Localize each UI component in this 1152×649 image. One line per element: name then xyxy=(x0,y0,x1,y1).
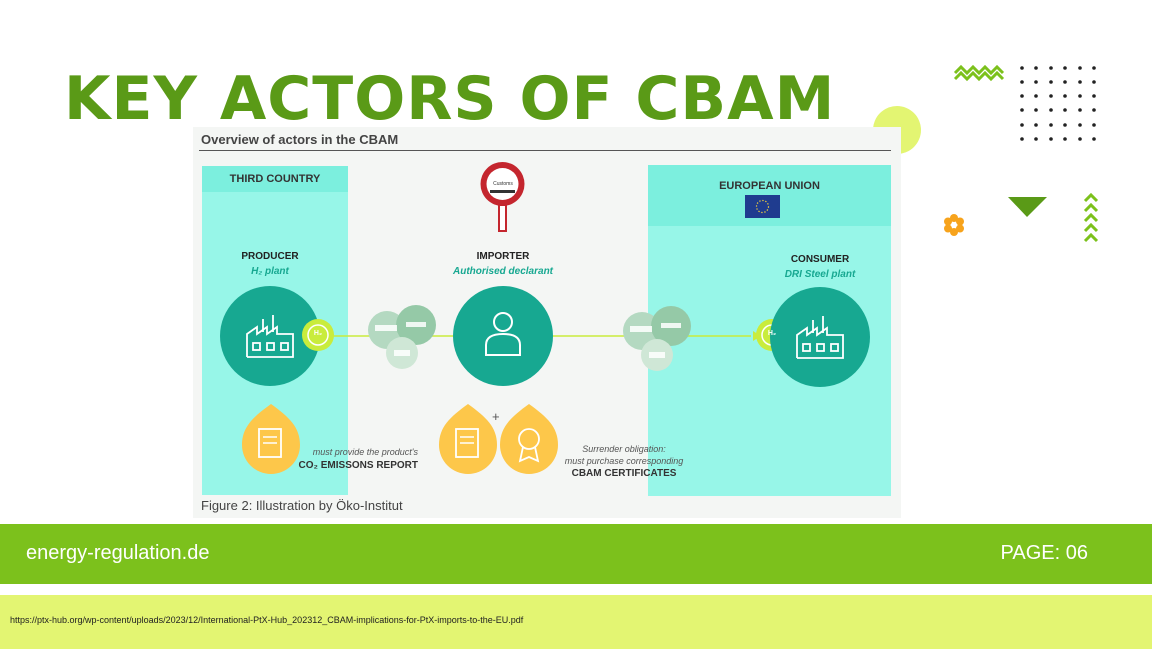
plane-icon xyxy=(406,322,426,327)
truck-icon xyxy=(394,350,410,356)
surrender-note: Surrender obligation: xyxy=(582,444,666,454)
page-number: PAGE: 06 xyxy=(1000,542,1088,564)
plane-icon-2 xyxy=(661,323,681,328)
zigzag-decoration xyxy=(953,64,1005,76)
footer-bar: energy-regulation.de PAGE: 06 xyxy=(0,524,1152,584)
triangle-decoration xyxy=(1008,197,1047,217)
source-url[interactable]: https://ptx-hub.org/wp-content/uploads/2… xyxy=(10,615,524,625)
chevron-stack-decoration xyxy=(1083,192,1099,243)
h2-badge-right-text: H₂ xyxy=(767,330,777,337)
transport-cluster-left xyxy=(368,305,436,369)
flower-decoration xyxy=(944,214,964,236)
dot-grid-decoration xyxy=(1020,66,1096,141)
figure-caption: Figure 2: Illustration by Öko-Institut xyxy=(201,498,403,513)
importer-label: IMPORTER xyxy=(476,251,530,262)
importer-sub: Authorised declarant xyxy=(452,266,554,277)
report-note-bold: CO₂ EMISSONS REPORT xyxy=(298,460,418,471)
surrender-note-bold: CBAM CERTIFICATES xyxy=(571,468,677,479)
producer-sub: H₂ plant xyxy=(251,266,289,277)
steel-plant-icon xyxy=(796,316,844,359)
factory-icon xyxy=(246,315,294,358)
customs-label: Customs xyxy=(493,181,513,187)
ship-icon-2 xyxy=(630,326,652,332)
certificate-icon xyxy=(518,428,540,450)
transport-cluster-right xyxy=(623,306,691,371)
document-icon-2 xyxy=(455,428,479,458)
eu-label: EUROPEAN UNION xyxy=(719,180,820,192)
consumer-label: CONSUMER xyxy=(790,254,850,265)
plus-sign: + xyxy=(492,409,500,424)
report-note: must provide the product's xyxy=(312,447,418,457)
certificate-drop xyxy=(500,404,558,474)
report-drop-left xyxy=(242,404,300,475)
figure-title: Overview of actors in the CBAM xyxy=(201,132,399,147)
ship-icon xyxy=(375,325,397,331)
surrender-note-2: must purchase corresponding xyxy=(564,456,684,466)
figure-rule xyxy=(199,150,891,151)
site-name: energy-regulation.de xyxy=(26,542,210,564)
third-country-label: THIRD COUNTRY xyxy=(229,173,321,185)
consumer-circle xyxy=(770,287,870,387)
h2-badge-left xyxy=(302,319,334,351)
producer-circle xyxy=(220,286,320,386)
report-drop-middle xyxy=(439,404,497,474)
cbam-figure: Overview of actors in the CBAM THIRD COU… xyxy=(193,127,901,518)
zigzag-decoration-2 xyxy=(953,70,1005,82)
person-icon xyxy=(485,312,521,356)
customs-sign-icon xyxy=(480,162,525,232)
document-icon xyxy=(258,428,282,458)
producer-label: PRODUCER xyxy=(241,251,299,262)
h2-badge-left-text: H₂ xyxy=(313,330,323,337)
consumer-sub: DRI Steel plant xyxy=(784,269,856,280)
truck-icon-2 xyxy=(649,352,665,358)
importer-circle xyxy=(453,286,553,386)
diagram-drawing xyxy=(220,162,870,475)
source-bar: https://ptx-hub.org/wp-content/uploads/2… xyxy=(0,595,1152,649)
third-country-header: THIRD COUNTRY xyxy=(202,166,348,192)
eu-flag-icon xyxy=(745,195,780,218)
slide-title: KEY ACTORS OF CBAM xyxy=(64,64,836,134)
eu-header: EUROPEAN UNION xyxy=(648,165,891,226)
